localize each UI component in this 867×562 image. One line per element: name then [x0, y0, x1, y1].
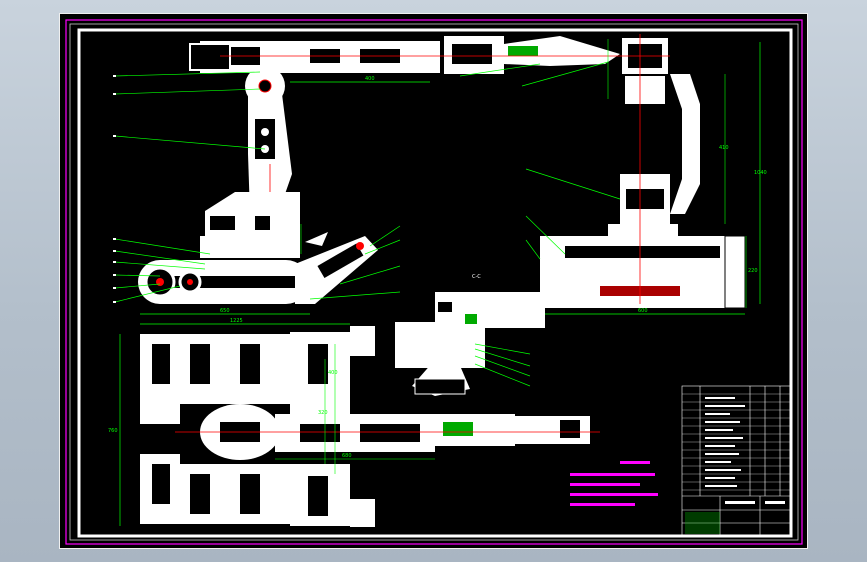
front-arm: [670, 74, 700, 214]
gripper-top: [504, 36, 620, 66]
title-block-text-marks: [705, 397, 785, 504]
leader-tags-side: [113, 75, 116, 303]
technical-notes: [570, 461, 658, 506]
leaders-front: [525, 168, 621, 260]
dim-side-base: 220: [748, 268, 758, 274]
front-view: 1040 410 600 220: [525, 34, 767, 315]
inner-border: [77, 28, 793, 538]
dim-plan-width: 1225: [230, 318, 243, 324]
title-block-stamp: [685, 512, 720, 534]
section-view: C-C: [395, 274, 545, 396]
dim-side-width: 600: [638, 308, 648, 314]
dim-plan-height: 760: [108, 428, 118, 434]
dim-crawler: 650: [220, 308, 230, 314]
dim-plan-arm: 680: [342, 453, 352, 459]
dim-top: 400: [365, 76, 375, 82]
side-view: 650 400: [113, 36, 620, 315]
section-label: C-C: [472, 274, 481, 280]
dim-side-b: 410: [719, 145, 729, 151]
cad-viewport[interactable]: 650 400: [59, 13, 808, 549]
plan-view: 760 1225 320 400 680: [108, 318, 600, 527]
leaders-side: [114, 61, 609, 303]
dim-side-a: 1040: [754, 170, 767, 176]
dim-plan-inner-b: 400: [328, 370, 338, 376]
assembly-drawing: 650 400: [65, 19, 803, 545]
dim-plan-inner-a: 320: [318, 410, 328, 416]
title-block: [681, 385, 791, 537]
parts-list-rows: [682, 393, 790, 491]
frame-margin: [69, 23, 799, 541]
outer-frame: [65, 19, 803, 545]
